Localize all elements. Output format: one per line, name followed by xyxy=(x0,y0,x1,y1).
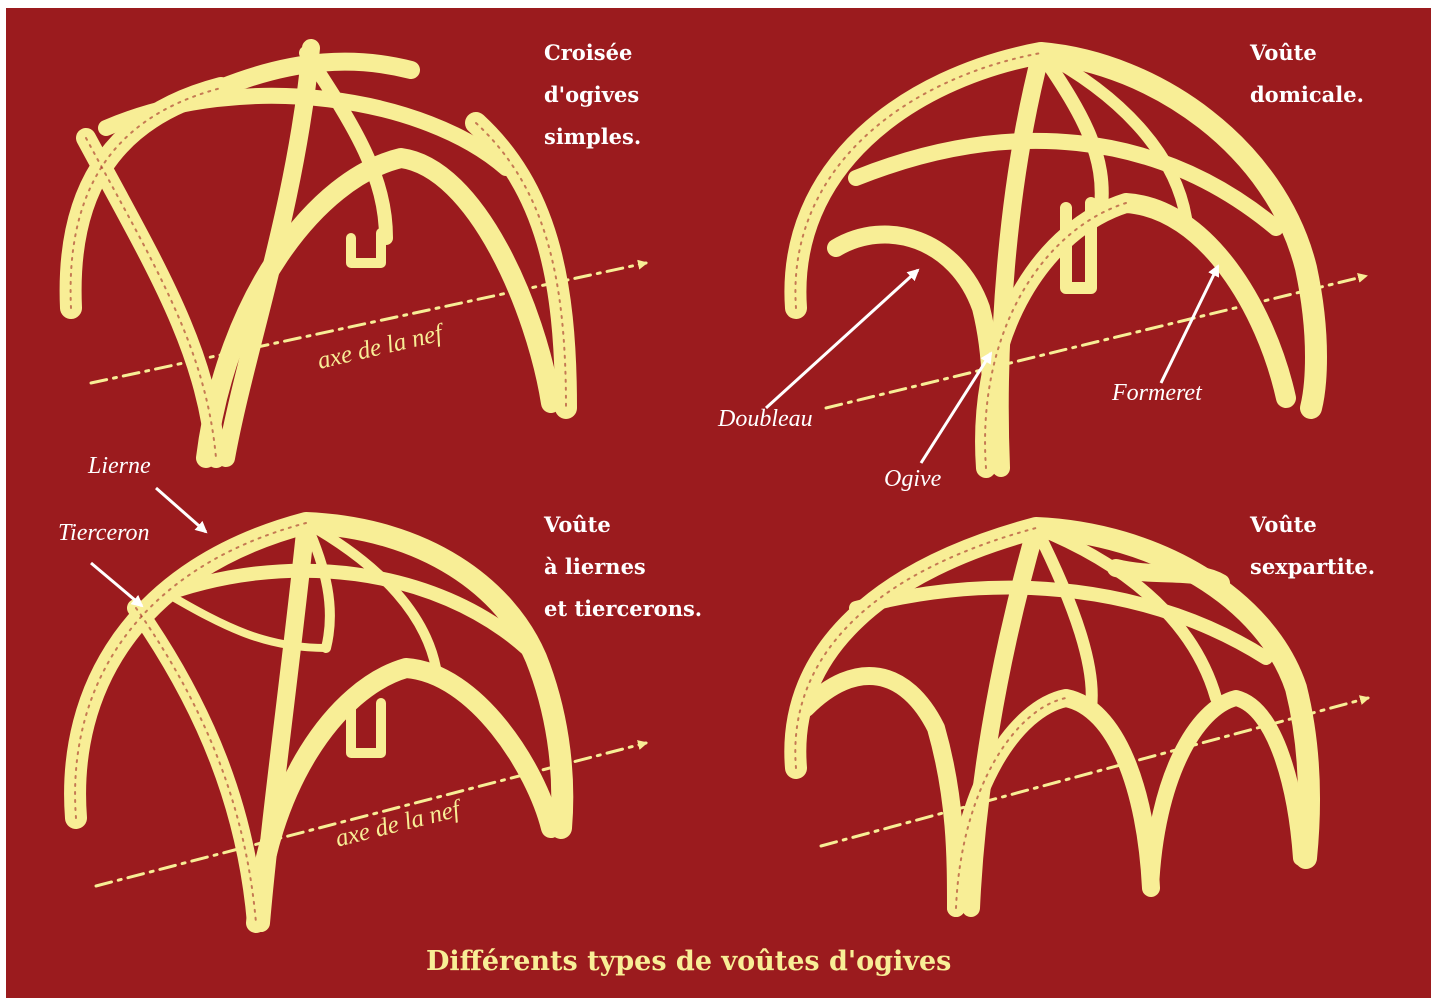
vault-2-title: Voûte domicale. xyxy=(1250,32,1364,116)
diagram-caption: Différents types de voûtes d'ogives xyxy=(426,946,951,977)
vault-3-title-line: et tiercerons. xyxy=(544,588,702,630)
lierne-label: Lierne xyxy=(88,453,151,480)
ogive-label: Ogive xyxy=(884,466,941,493)
vault-1-title: Croisée d'ogives simples. xyxy=(544,32,641,158)
vault-illustrations xyxy=(6,8,1431,998)
vault-4-title: Voûte sexpartite. xyxy=(1250,504,1375,588)
vault-3-title: Voûte à liernes et tiercerons. xyxy=(544,504,702,630)
vault-2-title-line: domicale. xyxy=(1250,74,1364,116)
doubleau-label: Doubleau xyxy=(718,406,813,433)
vault-2-title-line: Voûte xyxy=(1250,32,1364,74)
vault-1-title-line: simples. xyxy=(544,116,641,158)
vault-diagram-card: Croisée d'ogives simples. Voûte domicale… xyxy=(6,8,1431,998)
lierne-arrow xyxy=(156,488,206,532)
vault-4-title-line: sexpartite. xyxy=(1250,546,1375,588)
vault-3-title-line: à liernes xyxy=(544,546,702,588)
tierceron-label: Tierceron xyxy=(58,520,150,547)
vault-4-title-line: Voûte xyxy=(1250,504,1375,546)
vault-3-title-line: Voûte xyxy=(544,504,702,546)
vault-1-title-line: Croisée xyxy=(544,32,641,74)
tierceron-arrow xyxy=(91,563,142,606)
formeret-label: Formeret xyxy=(1112,380,1202,407)
vault-1-title-line: d'ogives xyxy=(544,74,641,116)
